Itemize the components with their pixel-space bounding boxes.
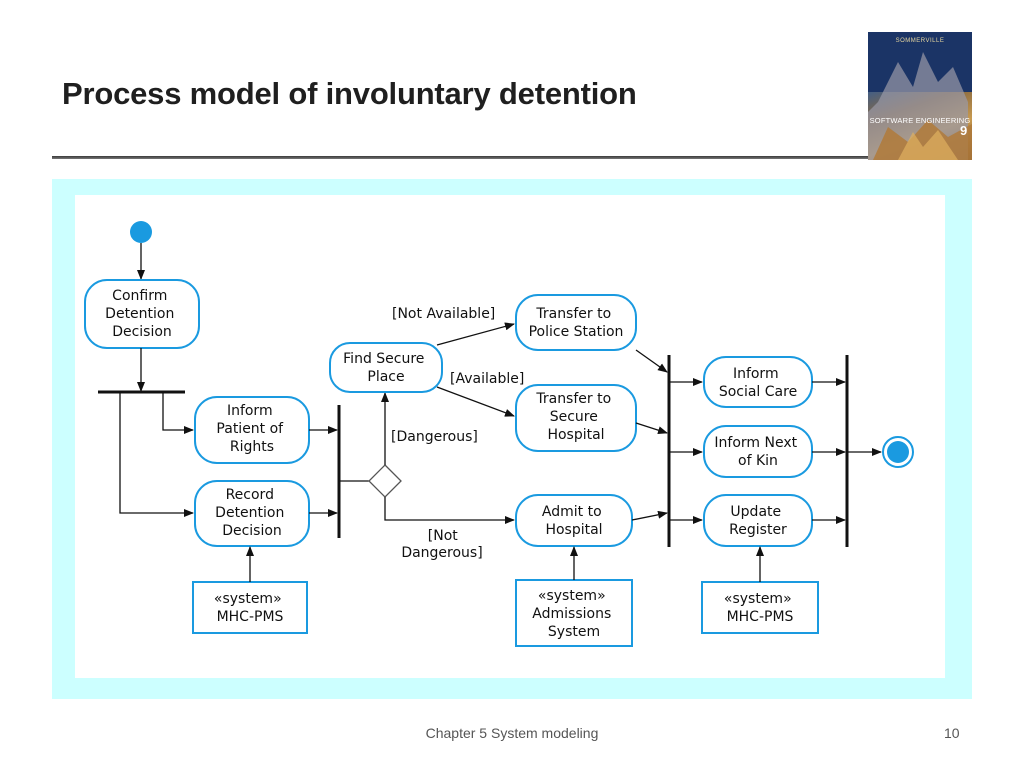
activity-inform-patient-of-rights: Inform Patient of Rights bbox=[194, 396, 310, 464]
activity-label: Inform Patient of Rights bbox=[216, 403, 287, 455]
system-box-admissions: «system» Admissions System bbox=[515, 579, 633, 647]
system-label: «system» MHC-PMS bbox=[724, 591, 796, 625]
edge-admit-join bbox=[631, 510, 668, 521]
activity-label: Inform Next of Kin bbox=[714, 435, 801, 469]
book-title: SOFTWARE ENGINEERING bbox=[869, 116, 971, 125]
guard-not-available: [Not Available] bbox=[392, 306, 495, 322]
activity-label: Record Detention Decision bbox=[215, 487, 289, 539]
edge-find-secure-police bbox=[436, 322, 515, 346]
activity-label: Transfer to Police Station bbox=[529, 306, 624, 340]
edge-police-join bbox=[635, 349, 668, 373]
book-edition: 9 bbox=[960, 123, 968, 138]
page-number: 10 bbox=[944, 725, 960, 741]
system-label: «system» Admissions System bbox=[532, 588, 615, 640]
guard-dangerous: [Dangerous] bbox=[391, 429, 478, 445]
start-node bbox=[130, 221, 152, 243]
edge-fork-record bbox=[119, 392, 194, 517]
activity-label: Update Register bbox=[729, 504, 787, 538]
book-cover-image: SOMMERVILLE SOFTWARE ENGINEERING 9 bbox=[868, 32, 972, 160]
activity-confirm-detention-decision: Confirm Detention Decision bbox=[84, 279, 200, 349]
end-node bbox=[882, 436, 914, 468]
activity-record-detention-decision: Record Detention Decision bbox=[194, 480, 310, 547]
activity-admit-to-hospital: Admit to Hospital bbox=[515, 494, 633, 547]
book-author: SOMMERVILLE bbox=[895, 38, 945, 44]
footer-chapter: Chapter 5 System modeling bbox=[425, 725, 599, 741]
decision-node bbox=[368, 464, 402, 498]
activity-label: Confirm Detention Decision bbox=[105, 288, 179, 340]
edge-decision-admit bbox=[384, 497, 515, 524]
activity-find-secure-place: Find Secure Place bbox=[329, 342, 443, 393]
activity-label: Inform Social Care bbox=[719, 366, 797, 400]
activity-diagram: Confirm Detention Decision Inform Patien… bbox=[75, 195, 945, 678]
activity-label: Transfer to Secure Hospital bbox=[535, 391, 615, 443]
system-label: «system» MHC-PMS bbox=[214, 591, 286, 625]
guard-available: [Available] bbox=[450, 371, 524, 387]
edge-find-secure-hospital bbox=[436, 386, 515, 417]
activity-inform-social-care: Inform Social Care bbox=[703, 356, 813, 408]
system-box-mhc-pms: «system» MHC-PMS bbox=[192, 581, 308, 634]
title-underline bbox=[52, 156, 868, 159]
activity-inform-next-of-kin: Inform Next of Kin bbox=[703, 425, 813, 478]
slide-title: Process model of involuntary detention bbox=[62, 76, 637, 111]
activity-transfer-to-police-station: Transfer to Police Station bbox=[515, 294, 637, 351]
guard-not-dangerous: [Not Dangerous] bbox=[401, 528, 482, 561]
book-cover-artwork bbox=[868, 32, 972, 160]
edge-secure-hospital-join bbox=[635, 422, 668, 435]
activity-label: Find Secure Place bbox=[343, 351, 429, 385]
activity-update-register: Update Register bbox=[703, 494, 813, 547]
activity-transfer-to-secure-hospital: Transfer to Secure Hospital bbox=[515, 384, 637, 452]
system-box-mhc-pms: «system» MHC-PMS bbox=[701, 581, 819, 634]
edge-fork-inform-patient bbox=[162, 392, 194, 434]
activity-label: Admit to Hospital bbox=[542, 504, 606, 538]
